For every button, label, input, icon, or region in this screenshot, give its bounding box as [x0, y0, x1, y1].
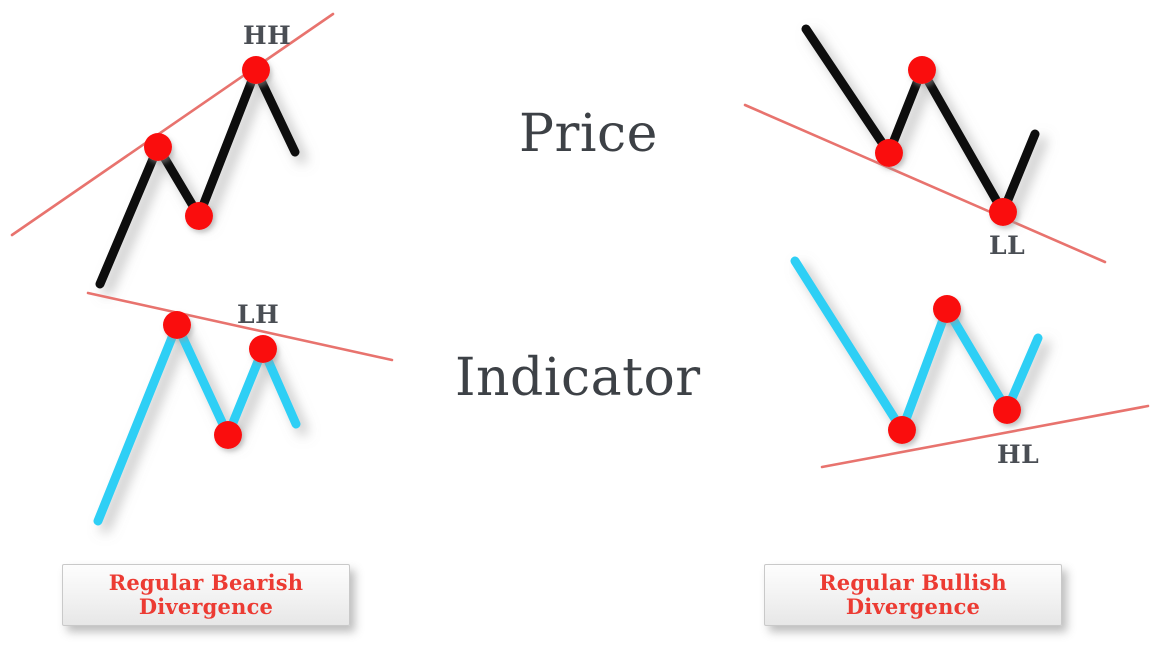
trendline-bullish-price — [743, 103, 1107, 264]
price-section-label: Price — [519, 104, 658, 164]
pivot-dot-lh — [249, 335, 277, 363]
pivot-dot-hh — [242, 56, 270, 84]
pivot-dot — [144, 133, 172, 161]
trendline-bearish-price — [10, 12, 335, 237]
pivot-dot — [163, 311, 191, 339]
pivot-dot — [875, 139, 903, 167]
caption-regular-bullish-divergence: Regular Bullish Divergence — [764, 564, 1062, 626]
pivot-dot — [933, 295, 961, 323]
pivot-dot-hl — [993, 396, 1021, 424]
pivot-label-ll: LL — [989, 231, 1026, 260]
caption-bearish-line1: Regular Bearish — [108, 570, 304, 596]
pivot-label-hl: HL — [997, 440, 1040, 469]
panel-bullish-indicator — [790, 256, 1150, 469]
pivot-label-lh: LH — [237, 300, 280, 329]
pivot-dot — [214, 421, 242, 449]
pivot-dot-ll — [989, 198, 1017, 226]
caption-regular-bearish-divergence: Regular Bearish Divergence — [62, 564, 350, 626]
pivot-dot — [185, 202, 213, 230]
indicator-section-label: Indicator — [455, 348, 701, 408]
pivot-dot — [888, 416, 916, 444]
caption-bullish-line2: Divergence — [845, 594, 981, 619]
caption-bullish-line1: Regular Bullish — [819, 570, 1007, 596]
pivot-label-hh: HH — [243, 21, 292, 50]
panel-bullish-price — [743, 24, 1107, 264]
panel-bearish-price — [10, 12, 335, 289]
panel-bearish-indicator — [86, 291, 394, 526]
price-line-bearish — [95, 65, 300, 289]
pivot-dot — [908, 56, 936, 84]
trendline-bearish-indicator — [86, 291, 394, 362]
caption-bearish-line2: Divergence — [138, 594, 274, 619]
trendline-bullish-indicator — [820, 404, 1150, 469]
